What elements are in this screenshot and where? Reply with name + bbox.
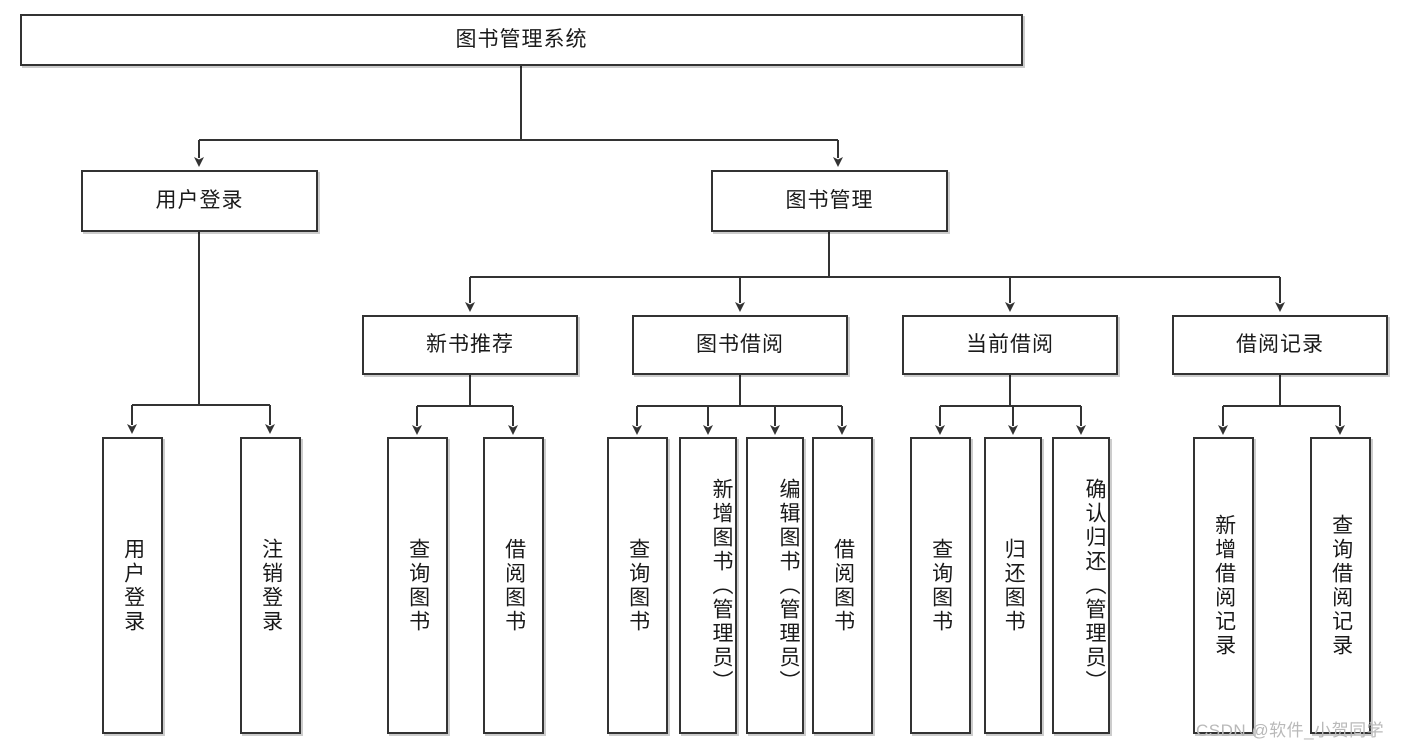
edge-group-user-login: [127, 232, 275, 434]
leaf-add-record-label: 新增借阅记录: [1212, 513, 1236, 658]
node-book-manage-label: 图书管理: [785, 189, 874, 213]
node-book-borrow-label: 图书借阅: [696, 333, 784, 357]
node-current-borrow[interactable]: 当前借阅: [902, 315, 1118, 375]
edge-group-current-borrow: [935, 375, 1086, 435]
leaf-edit-book-label: 编辑图书（管理员）: [777, 477, 800, 694]
node-current-borrow-label: 当前借阅: [966, 333, 1054, 357]
node-book-borrow[interactable]: 图书借阅: [632, 315, 848, 375]
leaf-user-login[interactable]: 用户登录: [102, 437, 163, 734]
leaf-borrow-book-2-label: 借阅图书: [831, 537, 855, 634]
leaf-query-book-3[interactable]: 查询图书: [910, 437, 971, 734]
leaf-borrow-book-1-label: 借阅图书: [502, 537, 526, 634]
node-borrow-record[interactable]: 借阅记录: [1172, 315, 1388, 375]
leaf-confirm-return[interactable]: 确认归还（管理员）: [1052, 437, 1110, 734]
watermark: CSDN @软件_小贺同学: [1196, 721, 1385, 740]
leaf-borrow-book-2[interactable]: 借阅图书: [812, 437, 873, 734]
leaf-logout[interactable]: 注销登录: [240, 437, 301, 734]
node-borrow-record-label: 借阅记录: [1236, 333, 1324, 357]
node-new-book-recommend[interactable]: 新书推荐: [362, 315, 578, 375]
node-user-login-label: 用户登录: [155, 189, 244, 213]
leaf-user-login-label: 用户登录: [121, 537, 145, 634]
node-root-label: 图书管理系统: [455, 28, 588, 52]
edge-group-new-book-recommend: [412, 375, 518, 435]
edge-group-book-borrow: [632, 375, 847, 435]
leaf-borrow-book-1[interactable]: 借阅图书: [483, 437, 544, 734]
leaf-query-record[interactable]: 查询借阅记录: [1310, 437, 1371, 734]
leaf-query-book-1[interactable]: 查询图书: [387, 437, 448, 734]
edge-group-root: [194, 66, 843, 167]
leaf-query-book-2[interactable]: 查询图书: [607, 437, 668, 734]
leaf-return-book-label: 归还图书: [1002, 537, 1026, 634]
edge-group-book-manage: [465, 232, 1285, 312]
leaf-confirm-return-label: 确认归还（管理员）: [1083, 477, 1106, 694]
leaf-add-book[interactable]: 新增图书（管理员）: [679, 437, 737, 734]
leaf-query-book-2-label: 查询图书: [626, 537, 650, 634]
leaf-query-book-1-label: 查询图书: [406, 537, 430, 634]
leaf-add-book-label: 新增图书（管理员）: [710, 477, 733, 694]
edge-group-borrow-record: [1218, 375, 1345, 435]
leaf-query-record-label: 查询借阅记录: [1329, 513, 1353, 658]
leaf-query-book-3-label: 查询图书: [929, 537, 953, 634]
node-user-login[interactable]: 用户登录: [81, 170, 318, 232]
node-new-book-recommend-label: 新书推荐: [426, 333, 514, 357]
leaf-return-book[interactable]: 归还图书: [984, 437, 1042, 734]
leaf-add-record[interactable]: 新增借阅记录: [1193, 437, 1254, 734]
node-book-manage[interactable]: 图书管理: [711, 170, 948, 232]
leaf-edit-book[interactable]: 编辑图书（管理员）: [746, 437, 804, 734]
node-root[interactable]: 图书管理系统: [20, 14, 1023, 66]
leaf-logout-label: 注销登录: [259, 537, 283, 634]
